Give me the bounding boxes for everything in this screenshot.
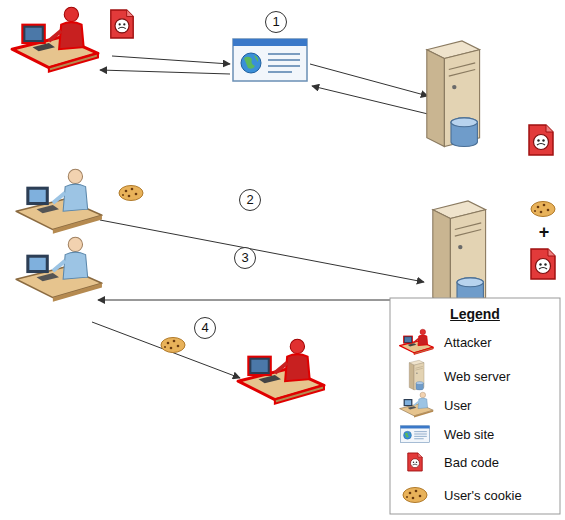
web-server-icon — [427, 41, 480, 147]
legend-text: User — [444, 398, 471, 413]
callout-number: 1 — [265, 11, 287, 33]
legend-server-icon — [409, 360, 424, 390]
attacker-icon — [12, 7, 98, 71]
legend-bad-code-icon — [408, 453, 422, 471]
legend-title: Legend — [450, 306, 500, 322]
legend-text: User's cookie — [444, 488, 522, 503]
callout-number: 4 — [194, 317, 216, 339]
callout-number: 3 — [234, 247, 256, 269]
legend-text: Web server — [444, 369, 510, 384]
attacker-icon — [238, 339, 324, 403]
legend-box — [390, 298, 560, 514]
legend-cookie-icon — [403, 488, 427, 503]
bad-code-icon — [531, 249, 555, 279]
cookie-icon — [119, 186, 143, 201]
cookie-icon — [161, 338, 185, 353]
website-icon — [233, 39, 307, 81]
legend-website-icon — [400, 426, 429, 443]
bad-code-icon — [529, 125, 553, 155]
legend-text: Web site — [444, 427, 494, 442]
user-icon — [16, 169, 102, 233]
legend-text: Bad code — [444, 455, 499, 470]
legend-attacker-icon — [400, 329, 434, 354]
legend-text: Attacker — [444, 335, 492, 350]
callout-number: 2 — [239, 189, 261, 211]
legend-user-icon — [400, 392, 434, 417]
bad-code-icon — [111, 10, 133, 38]
web-server-icon — [433, 201, 486, 307]
cookie-icon — [531, 202, 555, 217]
flow-arrows — [92, 56, 428, 378]
user-icon — [16, 237, 102, 301]
plus-sign: + — [539, 222, 550, 243]
